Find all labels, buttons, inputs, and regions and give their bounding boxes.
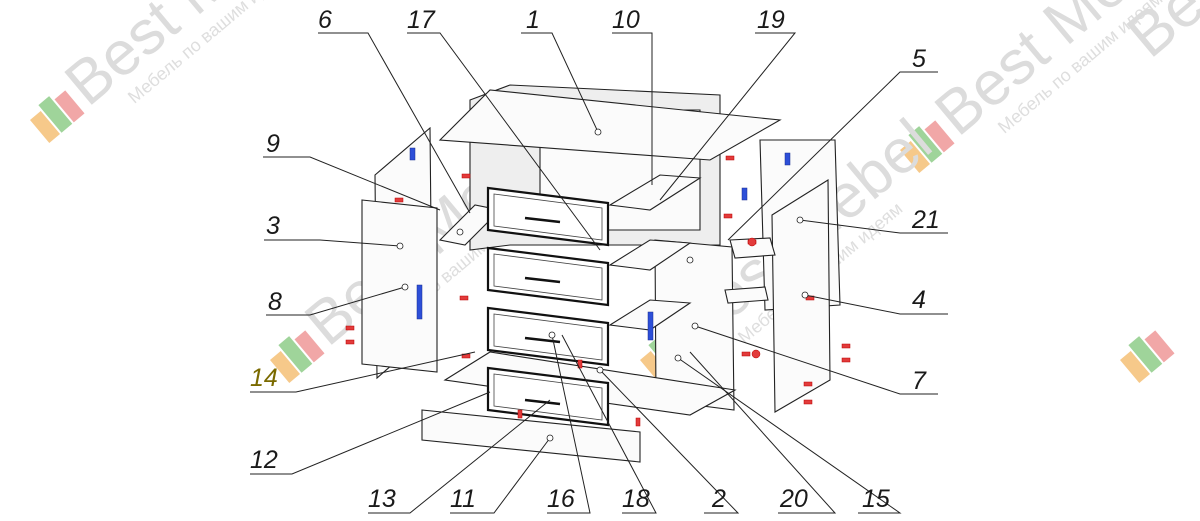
screw-icon <box>803 399 813 405</box>
callout-label-1: 1 <box>526 6 540 34</box>
top-panel <box>438 89 782 161</box>
drawer-guide-icon <box>647 311 654 341</box>
cam-lock-icon <box>747 237 757 247</box>
callout-label-6: 6 <box>318 6 332 34</box>
screw-icon <box>725 155 735 161</box>
callout-label-5: 5 <box>912 45 926 73</box>
callout-label-15: 15 <box>862 485 890 513</box>
callout-label-14: 14 <box>250 364 278 392</box>
callout-label-2: 2 <box>711 485 726 513</box>
screw-icon <box>723 213 733 219</box>
hinge-icon <box>741 187 748 201</box>
callout-labels: 6 17 1 10 19 5 9 3 8 14 12 21 4 7 13 11 … <box>250 6 940 513</box>
furniture-drawing <box>250 32 948 514</box>
anchor-dot <box>594 128 602 136</box>
screw-icon <box>461 173 471 179</box>
screw-icon <box>841 357 851 363</box>
watermark-logo: Best Mebel Мебель по вашим идеям <box>30 0 334 143</box>
drawer-shelf-1 <box>608 174 702 211</box>
door-handle-icon <box>416 284 423 320</box>
anchor-dot <box>796 216 804 224</box>
anchor-dots <box>396 128 809 442</box>
left-door <box>361 199 438 373</box>
callout-label-9: 9 <box>266 130 280 158</box>
right-shelf-middle <box>724 286 769 304</box>
screw-icon <box>635 417 641 427</box>
callout-label-13: 13 <box>368 485 396 513</box>
right-back-panel <box>771 179 831 413</box>
screw-icon <box>577 359 583 369</box>
screw-icon <box>517 409 523 419</box>
anchor-dot <box>691 322 699 330</box>
drawer-handle <box>524 336 561 344</box>
callout-label-16: 16 <box>547 485 575 513</box>
screw-icon <box>803 381 813 387</box>
hinge-icon <box>784 152 791 166</box>
fastener-group <box>345 155 851 427</box>
drawer-handle <box>524 216 561 224</box>
hinge-icon <box>409 147 416 161</box>
callout-label-7: 7 <box>912 367 927 395</box>
right-shelf-upper <box>729 237 776 259</box>
anchor-dot <box>548 331 556 339</box>
callout-label-8: 8 <box>268 288 282 316</box>
callout-label-12: 12 <box>250 446 278 474</box>
drawer-2 <box>486 246 610 307</box>
drawer-shelf-2 <box>608 239 692 271</box>
leader-lines <box>250 32 948 514</box>
anchor-dot <box>546 434 554 442</box>
callout-label-11: 11 <box>450 485 476 513</box>
screw-icon <box>345 339 355 345</box>
screw-icon <box>345 325 355 331</box>
anchor-dot <box>401 283 409 291</box>
anchor-dot <box>456 228 464 236</box>
watermark-logo <box>1120 330 1175 383</box>
callout-label-19: 19 <box>757 6 785 34</box>
callout-label-20: 20 <box>779 485 808 513</box>
screw-icon <box>741 351 751 357</box>
cam-lock-icon <box>751 349 761 359</box>
screw-icon <box>459 295 469 301</box>
plinth <box>421 409 641 463</box>
anchor-dot <box>801 291 809 299</box>
anchor-dot <box>396 242 404 250</box>
anchor-dot <box>674 354 682 362</box>
callout-label-10: 10 <box>612 6 640 34</box>
callout-label-21: 21 <box>911 206 940 234</box>
drawer-handle <box>524 398 561 406</box>
screw-icon <box>841 343 851 349</box>
anchor-dot <box>596 366 604 374</box>
anchor-dot <box>686 256 694 264</box>
callout-label-17: 17 <box>407 6 436 34</box>
callout-label-18: 18 <box>622 485 650 513</box>
screw-icon <box>394 197 404 203</box>
drawer-3 <box>486 306 610 367</box>
callout-label-3: 3 <box>266 212 280 240</box>
callout-label-4: 4 <box>912 286 926 314</box>
drawer-handle <box>524 276 561 284</box>
